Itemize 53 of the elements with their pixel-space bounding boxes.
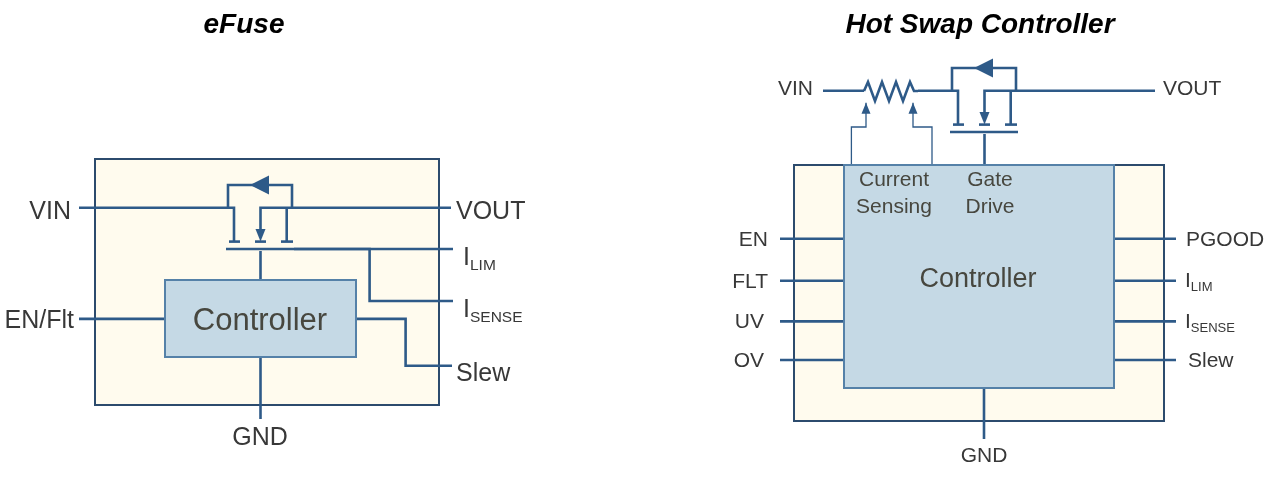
panel-title: eFuse [202,7,286,41]
mosfet-symbol [226,173,294,251]
wire [780,358,843,362]
controller-block [843,164,1115,389]
block-label: Controller [191,301,329,339]
block-label: Controller [918,262,1038,295]
wire [1115,279,1176,283]
wire [780,320,843,323]
wire [294,206,451,209]
pin-label: EN [725,226,780,252]
wire [982,389,986,439]
wire [983,134,986,164]
wire [79,206,226,209]
controller-block [164,279,357,358]
wire [823,89,864,92]
pin-label: VOUT [1155,75,1227,101]
wire [1115,320,1176,323]
block-label: Gate Drive [964,166,1016,219]
pin-label: VIN [25,195,79,225]
wire [1115,237,1176,240]
ic-package-outline [793,164,1165,422]
pin-label: PGOOD [1176,226,1270,252]
pin-label: UV [720,308,780,334]
arrow [908,102,933,165]
wire [357,317,452,367]
mosfet-symbol [950,56,1018,134]
pin-label: VIN [768,75,823,101]
pin-label: Slew [1176,347,1248,373]
wire [780,237,843,240]
wire [1018,89,1155,92]
ic-package-outline [94,158,440,406]
pin-label: VOUT [451,195,529,225]
wire [79,317,164,321]
wire [918,89,950,92]
panel-title: Hot Swap Controller [844,7,1117,41]
wire [259,251,262,279]
wire [259,358,262,419]
pin-label: GND [950,439,1018,471]
pin-label: EN/Flt [0,304,79,334]
block-label: Current Sensing [855,166,933,219]
pin-label: I$_{LIM}$ [1176,266,1248,294]
wire [294,247,453,303]
pin-label: FLT [720,268,780,294]
pin-label: OV [720,347,780,373]
pin-label: GND [222,419,298,453]
pin-label: I$_{SENSE}$ [1176,307,1268,335]
pin-label: I$_{SENSE}$ [453,292,533,324]
arrow [850,102,871,165]
wire [1115,358,1176,362]
pin-label: Slew [452,357,520,387]
resistor-symbol [864,79,918,103]
wire [780,279,843,283]
pin-label: I$_{LIM}$ [453,240,525,272]
